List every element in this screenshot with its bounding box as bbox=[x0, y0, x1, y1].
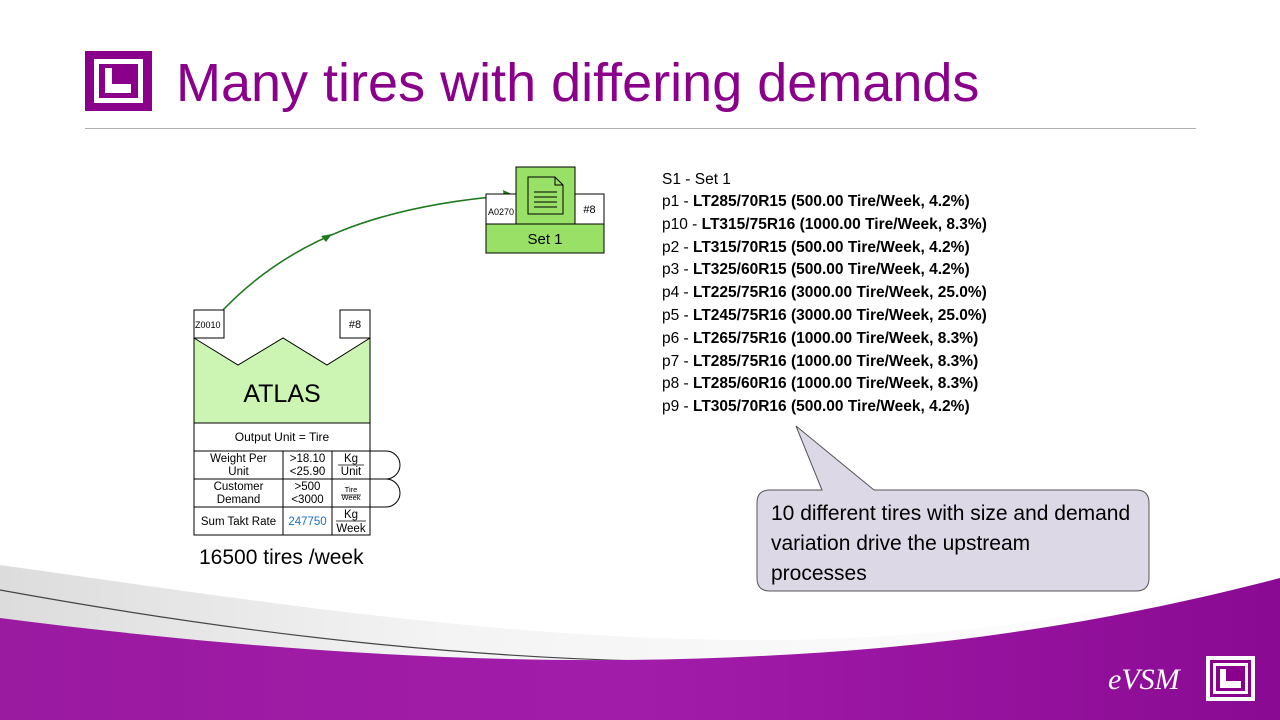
demand-unit-numerator: Tire bbox=[345, 485, 358, 494]
set-node[interactable]: A0270 #8 Set 1 bbox=[485, 166, 605, 254]
set-node-badge: #8 bbox=[583, 204, 595, 216]
set-node-id: A0270 bbox=[488, 207, 514, 217]
demand-min-value: >500 bbox=[295, 481, 321, 493]
list-item: p6 - LT265/75R16 (1000.00 Tire/Week, 8.3… bbox=[662, 329, 979, 347]
set-node-label: Set 1 bbox=[527, 231, 562, 248]
weight-unit-numerator: Kg bbox=[344, 453, 358, 465]
title-divider bbox=[85, 128, 1196, 129]
demand-unit-denominator: Week bbox=[341, 493, 360, 502]
takt-unit-numerator: Kg bbox=[344, 509, 358, 521]
supplier-node-id: Z0010 bbox=[195, 320, 221, 330]
weight-min-value: >18.10 bbox=[290, 453, 326, 465]
supplier-name: ATLAS bbox=[243, 380, 320, 408]
list-item: p2 - LT315/70R15 (500.00 Tire/Week, 4.2%… bbox=[662, 238, 970, 256]
weight-max-value: <25.90 bbox=[290, 466, 326, 478]
product-list: S1 - Set 1 p1 - LT285/70R15 (500.00 Tire… bbox=[662, 168, 1082, 419]
callout-bubble bbox=[756, 425, 1150, 592]
footer-brand: eVSM bbox=[1108, 663, 1180, 696]
list-item: p9 - LT305/70R16 (500.00 Tire/Week, 4.2%… bbox=[662, 398, 970, 416]
list-item: p7 - LT285/75R16 (1000.00 Tire/Week, 8.3… bbox=[662, 352, 979, 370]
weight-label-line1: Weight Per bbox=[210, 453, 267, 465]
list-item: p8 - LT285/60R16 (1000.00 Tire/Week, 8.3… bbox=[662, 375, 979, 393]
output-unit-label: Output Unit = Tire bbox=[235, 430, 330, 444]
demand-max-value: <3000 bbox=[291, 494, 323, 506]
callout-text: 10 different tires with size and demand … bbox=[771, 502, 1131, 585]
list-item: p5 - LT245/75R16 (3000.00 Tire/Week, 25.… bbox=[662, 306, 987, 324]
takt-value: 247750 bbox=[288, 516, 326, 528]
product-list-header: S1 - Set 1 bbox=[662, 171, 731, 188]
supplier-node[interactable]: Z0010 #8 ATLAS Output Unit = Tire Weight… bbox=[193, 309, 401, 536]
list-item: p1 - LT285/70R15 (500.00 Tire/Week, 4.2%… bbox=[662, 193, 970, 210]
demand-label-line2: Demand bbox=[217, 494, 260, 506]
demand-label-line1: Customer bbox=[214, 481, 264, 493]
evsm-logo-icon bbox=[85, 51, 152, 111]
document-icon bbox=[527, 176, 564, 215]
supplier-caption: 16500 tires /week bbox=[199, 546, 364, 569]
takt-label: Sum Takt Rate bbox=[201, 516, 276, 528]
list-item: p4 - LT225/75R16 (3000.00 Tire/Week, 25.… bbox=[662, 284, 987, 302]
list-item: p10 - LT315/75R16 (1000.00 Tire/Week, 8.… bbox=[662, 215, 987, 233]
list-item: p3 - LT325/60R15 (500.00 Tire/Week, 4.2%… bbox=[662, 261, 970, 279]
slide-title: Many tires with differing demands bbox=[176, 53, 980, 113]
weight-label-line2: Unit bbox=[228, 466, 249, 478]
supplier-node-badge: #8 bbox=[349, 319, 361, 331]
footer-logo-icon bbox=[1206, 656, 1255, 701]
takt-unit-denominator: Week bbox=[336, 523, 365, 535]
flow-connector[interactable] bbox=[222, 190, 515, 311]
weight-unit-denominator: Unit bbox=[341, 466, 362, 478]
